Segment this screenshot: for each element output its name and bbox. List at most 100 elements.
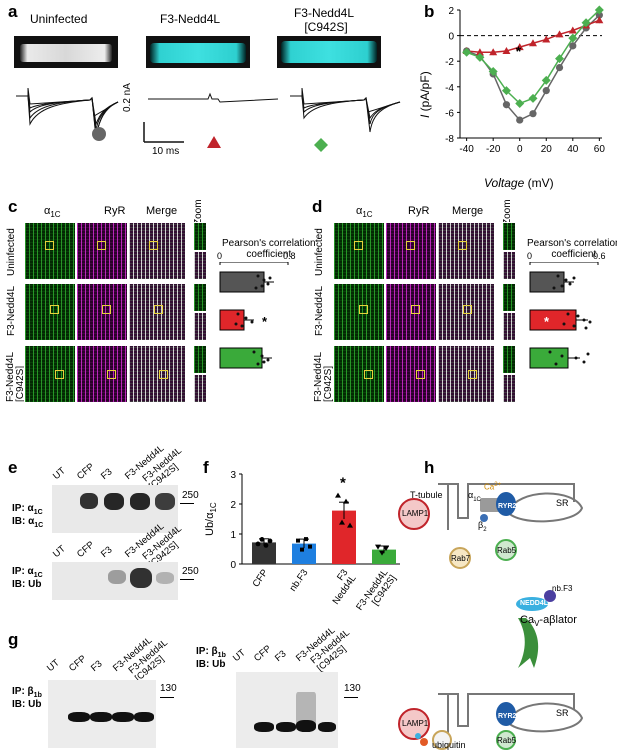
panel-letter-d: d	[312, 197, 323, 216]
e-blot1	[52, 485, 178, 533]
data-point	[569, 42, 577, 50]
data-point	[515, 98, 525, 108]
c-zoom-r1-1	[193, 312, 207, 341]
h-nbf3: nb.F3	[552, 584, 573, 593]
g-left-ip: IP: β1b	[12, 686, 42, 699]
c-image-r0-c0	[24, 222, 76, 280]
c-image-r1-c0	[24, 283, 76, 341]
y-tick-label: -2	[445, 57, 454, 68]
d-image-r1-c2	[437, 283, 495, 341]
data-point	[475, 52, 485, 62]
data-point	[488, 66, 498, 76]
f-dot	[335, 492, 341, 498]
f-category-text: nb.F3	[288, 567, 311, 593]
scale-bar	[143, 122, 184, 143]
h-rab5-bottom: Rab5	[497, 736, 517, 745]
f-category-text: F3	[335, 567, 350, 582]
f-ylabel: Ub/α1C	[204, 502, 219, 536]
nbf3-shape	[544, 590, 556, 602]
f-star: *	[340, 475, 346, 492]
f-category-text: CFP	[251, 567, 271, 589]
arrow-green	[518, 618, 539, 668]
d-image-r0-c1	[385, 222, 437, 280]
c-row-c942s: F3-Nedd4L [C942S]	[5, 351, 26, 402]
panel-letter-c: c	[8, 197, 18, 216]
lamp1-bottom	[398, 708, 430, 740]
e-blot1-ib: IB: α1C	[12, 516, 44, 529]
current-traces	[16, 87, 401, 152]
e1-lane-1: CFP	[74, 461, 97, 482]
data-point	[555, 54, 565, 64]
data-point	[581, 18, 591, 28]
ryr2-top	[496, 492, 516, 516]
c-zoom-r2-1	[193, 374, 207, 403]
f-dot	[259, 537, 265, 542]
b-xlabel: Voltage (mV)	[484, 176, 554, 190]
data-point	[555, 64, 564, 72]
e2-lane-1: CFP	[74, 539, 97, 560]
g-left-marker: 130	[160, 683, 177, 694]
sr-bottom	[506, 702, 584, 733]
d-image-r0-c0	[333, 222, 385, 280]
y-tick-label: 0	[448, 32, 454, 43]
data-point	[594, 5, 604, 15]
e-marker2: 250	[182, 566, 199, 577]
e-blot2-ib: IB: Ub	[12, 579, 42, 590]
d-zoom-r1-1	[502, 312, 516, 341]
d-image-r1-c1	[385, 283, 437, 341]
c-tick-0: 0	[217, 251, 223, 261]
h-ca: Ca2+	[484, 482, 502, 492]
y-tick-label: 2	[448, 6, 454, 17]
c-image-r2-c2	[128, 345, 186, 403]
membrane-top	[438, 483, 575, 519]
alpha1c-channel	[480, 498, 500, 512]
g-right-ip: IP: β1b	[196, 646, 226, 659]
series-line	[466, 9, 600, 105]
f-dot	[308, 544, 312, 549]
f-category-label: CFP	[251, 567, 271, 589]
f-y-tick-label: 2	[230, 500, 236, 511]
c-head-merge: Merge	[146, 205, 178, 217]
data-point	[529, 110, 537, 118]
data-point	[475, 48, 484, 56]
gr-lane-1: CFP	[251, 643, 274, 664]
d-tick-06: 0.6	[593, 251, 606, 261]
d-image-r1-c0	[333, 283, 385, 341]
c-head-alpha: α1C	[44, 205, 61, 220]
h-ubiquitin: ubiquitin	[432, 740, 466, 750]
d-head-ryr: RyR	[408, 205, 430, 217]
h-rab7: Rab7	[451, 554, 471, 563]
x-tick-label: -20	[486, 144, 501, 155]
gl-lane-1: CFP	[66, 653, 89, 674]
h-ttubule: T-tubule	[410, 490, 443, 500]
c-tick-08: 0.8	[283, 251, 296, 261]
h-lamp1-bottom: LAMP1	[402, 719, 429, 728]
f-dot	[255, 541, 261, 547]
title-uninfected: Uninfected	[30, 12, 88, 26]
d-row-uninfected: Uninfected	[314, 228, 325, 276]
c-image-r1-c2	[128, 283, 186, 341]
e-marker2-tick	[180, 579, 194, 580]
d-head-alpha: α1C	[356, 205, 373, 220]
data-point	[568, 33, 578, 43]
g-right-ib: IB: Ub	[196, 659, 226, 670]
h-lamp1-top: LAMP1	[402, 509, 429, 518]
d-zoom-r2-0	[502, 345, 516, 374]
gl-lane-2: F3	[88, 658, 105, 674]
b-ylabel: I (pA/pF)	[418, 71, 432, 118]
c-zoom-r0-0	[193, 222, 207, 251]
panel-letter-e: e	[8, 458, 18, 477]
data-point	[568, 26, 577, 34]
c-head-ryr: RyR	[104, 205, 126, 217]
d-zoom-r2-1	[502, 374, 516, 403]
micrograph-f3-nedd4l	[146, 36, 250, 68]
e2-lane-0: UT	[50, 543, 68, 560]
marker-circle-uninfected	[92, 127, 106, 141]
f-y-tick-label: 0	[230, 560, 236, 571]
rab5-bottom	[496, 730, 516, 750]
rab5-top	[495, 539, 517, 561]
e1-lane-0: UT	[50, 465, 68, 482]
d-image-r2-c0	[333, 345, 385, 403]
e-blot1-ip: IP: α1C	[12, 503, 43, 516]
